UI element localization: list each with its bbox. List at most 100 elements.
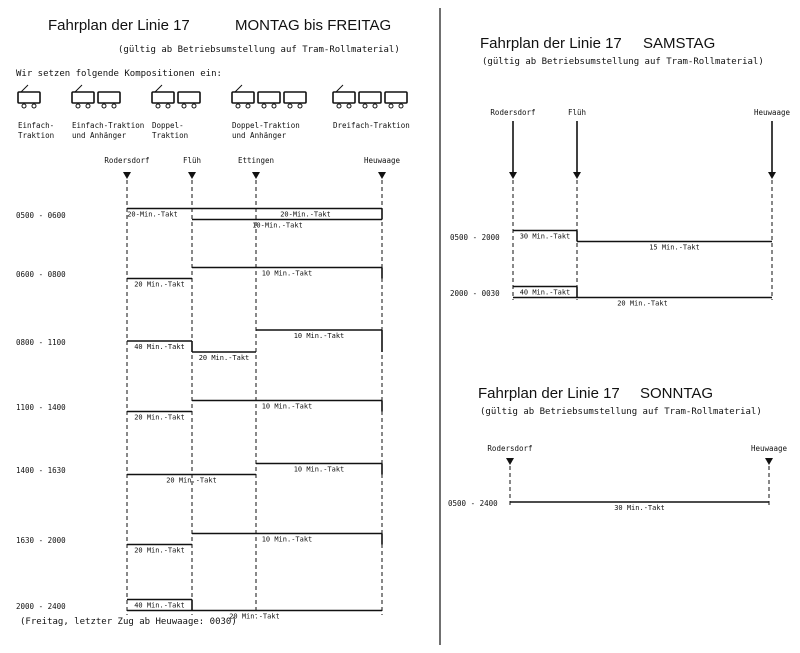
composition-label: Doppel-Traktion: [232, 121, 300, 130]
tram-car-icon: [231, 91, 255, 104]
tram-wheel-icon: [245, 103, 251, 109]
schedule-row: 0500 - 2400 30 Min.-Takt: [448, 499, 769, 512]
composition-label: Einfach-: [18, 121, 54, 130]
interval-label: 10 Min.-Takt: [294, 332, 345, 340]
tram-car-icon: [257, 91, 281, 104]
station-label: Heuwaage: [754, 108, 791, 117]
sunday-title-days: SONNTAG: [640, 385, 713, 402]
station-arrow-icon: [765, 458, 773, 465]
station-arrow-icon: [573, 172, 581, 179]
pantograph-icon: [74, 84, 83, 93]
pantograph-icon: [20, 84, 29, 93]
time-range-label: 0800 - 1100: [16, 338, 66, 347]
composition-label: und Anhänger: [232, 131, 287, 140]
tram-wheel-icon: [372, 103, 378, 109]
interval-label: 20 Min.-Takt: [134, 414, 185, 422]
tram-wheel-icon: [362, 103, 368, 109]
tram-wheel-icon: [398, 103, 404, 109]
station-arrow-icon: [378, 172, 386, 179]
weekday-footnote: (Freitag, letzter Zug ab Heuwaage: 0030): [20, 617, 237, 627]
saturday-title-days: SAMSTAG: [643, 35, 715, 52]
saturday-panel: Fahrplan der Linie 17 SAMSTAG (gültig ab…: [450, 35, 791, 308]
interval-label: 40 Min.-Takt: [134, 343, 185, 351]
weekday-subtitle: (gültig ab Betriebsumstellung auf Tram-R…: [118, 45, 400, 55]
tram-wheel-icon: [155, 103, 161, 109]
weekday-panel: Fahrplan der Linie 17 MONTAG bis FREITAG…: [16, 17, 410, 627]
tram-wheel-icon: [21, 103, 27, 109]
sunday-panel: Fahrplan der Linie 17 SONNTAG (gültig ab…: [448, 385, 788, 512]
tram-car-icon: [17, 91, 41, 104]
saturday-subtitle: (gültig ab Betriebsumstellung auf Tram-R…: [482, 57, 764, 67]
composition-item: Doppel-Traktion: [151, 84, 201, 140]
interval-label: 10-Min.-Takt: [252, 222, 303, 230]
tram-car-icon: [332, 91, 356, 104]
weekday-title-days: MONTAG bis FREITAG: [235, 17, 391, 34]
tram-wheel-icon: [297, 103, 303, 109]
station-label: Heuwaage: [364, 156, 401, 165]
time-range-label: 0500 - 2400: [448, 499, 498, 508]
schedule-row: 0800 - 1100 10 Min.-Takt 40 Min.-Takt 20 Mi…: [16, 329, 383, 362]
schedule-row: 1400 - 1630 10 Min.-Takt 20 Min.-Takt: [16, 462, 383, 485]
tram-wheel-icon: [336, 103, 342, 109]
tram-car-icon: [283, 91, 307, 104]
time-range-label: 1630 - 2000: [16, 536, 66, 545]
weekday-schedule: Rodersdorf Flüh Ettingen Heuwaage 0500 - 060…: [16, 156, 401, 621]
composition-label: und Anhänger: [72, 131, 127, 140]
station-label: Flüh: [183, 156, 201, 165]
tram-wheel-icon: [101, 103, 107, 109]
tram-car-icon: [384, 91, 408, 104]
tram-car-icon: [358, 91, 382, 104]
tram-wheel-icon: [181, 103, 187, 109]
station-arrow-icon: [506, 458, 514, 465]
tram-car-icon: [97, 91, 121, 104]
weekday-title: Fahrplan der Linie 17: [48, 17, 190, 34]
station-arrow-icon: [188, 172, 196, 179]
interval-label: 20-Min.-Takt: [127, 211, 178, 219]
tram-wheel-icon: [75, 103, 81, 109]
interval-label: 20 Min.-Takt: [134, 281, 185, 289]
station-arrow-icon: [252, 172, 260, 179]
interval-label: 20 Min.-Takt: [199, 354, 250, 362]
tram-car-icon: [151, 91, 175, 104]
interval-label: 10 Min.-Takt: [262, 403, 313, 411]
interval-label: 30 Min.-Takt: [614, 504, 665, 512]
station-label: Rodersdorf: [104, 156, 149, 165]
station-label: Rodersdorf: [487, 444, 532, 453]
pantograph-icon: [234, 84, 243, 93]
tram-wheel-icon: [271, 103, 277, 109]
tram-car-icon: [71, 91, 95, 104]
tram-wheel-icon: [388, 103, 394, 109]
interval-label: 20-Min.-Takt: [280, 211, 331, 219]
interval-label: 20 Min.-Takt: [166, 477, 217, 485]
tram-wheel-icon: [346, 103, 352, 109]
composition-item: Dreifach-Traktion: [332, 84, 410, 130]
composition-label: Dreifach-Traktion: [333, 121, 410, 130]
time-range-label: 2000 - 0030: [450, 289, 500, 298]
tram-wheel-icon: [165, 103, 171, 109]
tram-wheel-icon: [31, 103, 37, 109]
tram-wheel-icon: [85, 103, 91, 109]
tram-wheel-icon: [287, 103, 293, 109]
saturday-title: Fahrplan der Linie 17: [480, 35, 622, 52]
interval-label: 30 Min.-Takt: [520, 233, 571, 241]
tram-wheel-icon: [235, 103, 241, 109]
time-range-label: 1100 - 1400: [16, 403, 66, 412]
station-label: Ettingen: [238, 156, 274, 165]
sunday-title: Fahrplan der Linie 17: [478, 385, 620, 402]
interval-label: 10 Min.-Takt: [262, 270, 313, 278]
time-range-label: 2000 - 2400: [16, 602, 66, 611]
interval-label: 40 Min.-Takt: [520, 289, 571, 297]
time-range-label: 0500 - 0600: [16, 211, 66, 220]
interval-label: 10 Min.-Takt: [294, 466, 345, 474]
tram-wheel-icon: [111, 103, 117, 109]
interval-label: 20 Min.-Takt: [134, 547, 185, 555]
time-range-label: 1400 - 1630: [16, 466, 66, 475]
